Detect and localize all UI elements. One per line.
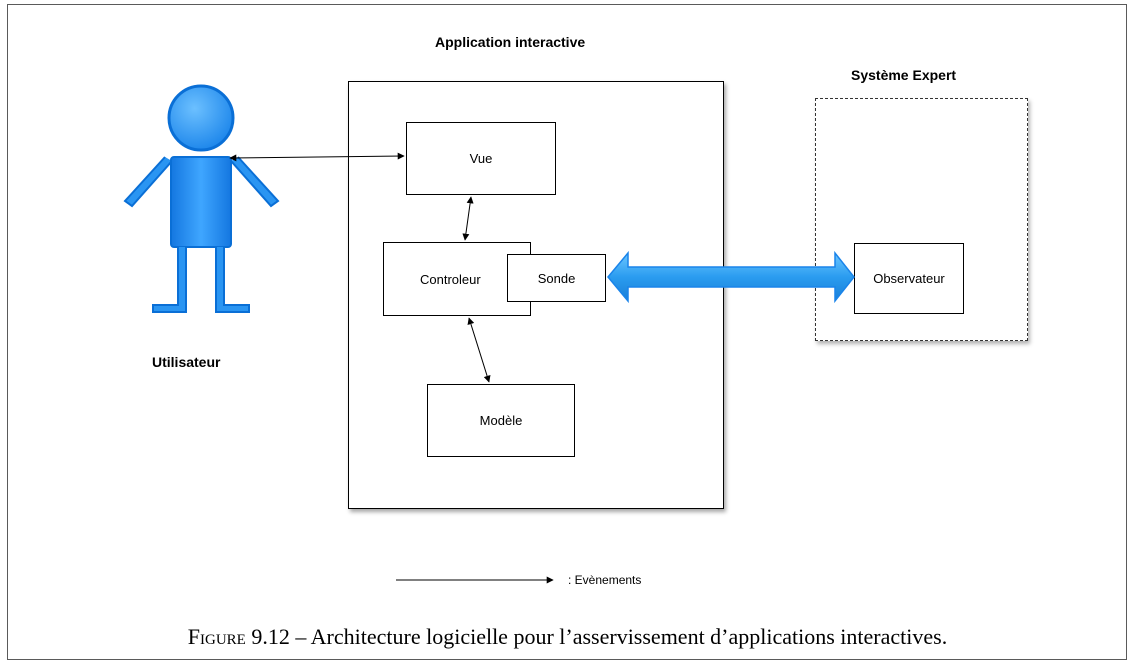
legend-label: : Evènements bbox=[568, 573, 642, 587]
figure-number: 9.12 bbox=[251, 624, 290, 649]
app-title: Application interactive bbox=[435, 34, 586, 50]
observateur-node: Observateur bbox=[854, 243, 964, 314]
controleur-modele-arrow bbox=[467, 317, 491, 383]
caption-separator: – bbox=[295, 624, 307, 649]
controleur-label: Controleur bbox=[420, 271, 481, 287]
user-vue-arrow bbox=[229, 152, 405, 162]
user-label: Utilisateur bbox=[152, 354, 221, 370]
vue-controleur-arrow bbox=[462, 196, 474, 241]
sonde-observateur-double-arrow bbox=[607, 250, 855, 304]
figure-frame bbox=[7, 4, 1127, 660]
sonde-node: Sonde bbox=[507, 254, 606, 302]
figure-label: Figure bbox=[187, 624, 246, 649]
vue-node: Vue bbox=[406, 122, 556, 195]
caption-text: Architecture logicielle pour l’asserviss… bbox=[310, 624, 948, 649]
expert-title: Système Expert bbox=[851, 67, 957, 83]
modele-node: Modèle bbox=[427, 384, 575, 457]
figure-caption: Figure 9.12 – Architecture logicielle po… bbox=[0, 624, 1135, 650]
user-actor-icon bbox=[123, 84, 280, 313]
